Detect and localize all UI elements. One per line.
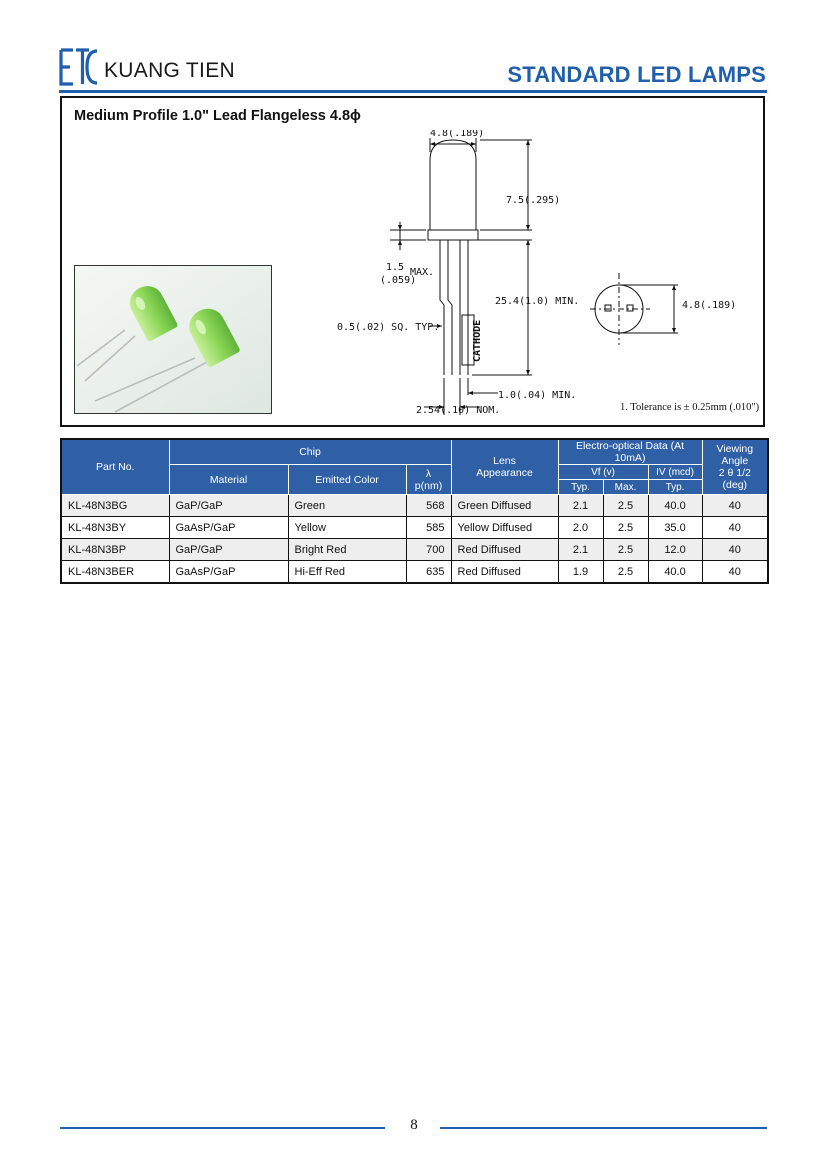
dim-lead-offset: 1.0(.04) MIN. [498, 390, 576, 401]
specification-table: Part No. Chip Lens Appearance Electro-op… [60, 438, 770, 584]
cell-vf-max: 2.5 [602, 516, 649, 539]
cell-material: GaP/GaP [168, 538, 289, 561]
led-dimension-drawing: 4.8(.189) 7.5(.295) 1.5 (.059) MAX. 25.4… [337, 130, 736, 416]
document-title: STANDARD LED LAMPS [507, 62, 766, 87]
header-wavelength: λ p(nm) [405, 464, 452, 495]
led-photo [74, 265, 272, 414]
cell-color: Bright Red [287, 538, 407, 561]
cathode-label: CATHODE [472, 320, 483, 362]
brand-name: KUANG TIEN [104, 59, 235, 82]
dim-diameter: 4.8(.189) [430, 130, 484, 139]
page-number: 8 [410, 1117, 418, 1133]
cell-lens: Red Diffused [450, 560, 559, 584]
dim-lead-length: 25.4(1.0) MIN. [495, 296, 579, 307]
cell-material: GaP/GaP [168, 494, 289, 517]
cell-iv-typ: 12.0 [647, 538, 703, 561]
cell-angle: 40 [701, 516, 769, 539]
cell-angle: 40 [701, 538, 769, 561]
cell-vf-max: 2.5 [602, 538, 649, 561]
section-title: Medium Profile 1.0" Lead Flangeless 4.8ϕ [74, 108, 361, 124]
cell-part: KL-48N3BP [60, 538, 170, 561]
dim-flange-max: MAX. [410, 267, 434, 278]
viewing-angle-line1: Viewing Angle [716, 443, 754, 467]
dim-top-view: 4.8(.189) [682, 300, 736, 311]
cell-lens: Green Diffused [450, 494, 559, 517]
cell-lens: Red Diffused [450, 538, 559, 561]
table-row: KL-48N3BP GaP/GaP Bright Red 700 Red Dif… [60, 538, 769, 561]
header-chip: Chip [168, 438, 452, 465]
cell-material: GaAsP/GaP [168, 560, 289, 584]
cell-part: KL-48N3BER [60, 560, 170, 584]
dim-flange-bottom: (.059) [380, 275, 416, 286]
cell-angle: 40 [701, 560, 769, 584]
cell-iv-typ: 35.0 [647, 516, 703, 539]
tolerance-note: 1. Tolerance is ± 0.25mm (.010") [620, 402, 760, 413]
cell-color: Yellow [287, 516, 407, 539]
header-electro: Electro-optical Data (At 10mA) [557, 438, 703, 465]
table-row: KL-48N3BG GaP/GaP Green 568 Green Diffus… [60, 494, 769, 517]
kuang-tien-logo-icon [59, 48, 98, 86]
table-row: KL-48N3BY GaAsP/GaP Yellow 585 Yellow Di… [60, 516, 769, 539]
header-emitted-color: Emitted Color [287, 464, 407, 495]
cell-angle: 40 [701, 494, 769, 517]
header-viewing-angle: Viewing Angle 2 θ 1/2 (deg) [701, 438, 769, 495]
header-material: Material [168, 464, 289, 495]
header-rule [59, 90, 767, 93]
header-vf: Vf (v) [557, 464, 649, 480]
led-body-outline [429, 139, 477, 185]
header-part-no: Part No. [60, 438, 170, 495]
footer-rule-right [440, 1127, 767, 1129]
dim-body-height: 7.5(.295) [506, 195, 560, 206]
cell-vf-typ: 1.9 [557, 560, 604, 584]
cell-wavelength: 568 [405, 494, 452, 517]
header-iv: IV (mcd) [647, 464, 703, 480]
footer-rule-left [60, 1127, 385, 1129]
cell-vf-typ: 2.1 [557, 538, 604, 561]
cell-vf-max: 2.5 [602, 494, 649, 517]
cell-vf-max: 2.5 [602, 560, 649, 584]
cell-part: KL-48N3BG [60, 494, 170, 517]
cell-wavelength: 635 [405, 560, 452, 584]
header-lens: Lens Appearance [450, 438, 559, 495]
green-led-lamps-photo-icon [75, 266, 271, 413]
dim-lead-square: 0.5(.02) SQ. TYP. [337, 322, 439, 333]
cell-part: KL-48N3BY [60, 516, 170, 539]
cell-wavelength: 700 [405, 538, 452, 561]
cell-vf-typ: 2.0 [557, 516, 604, 539]
cell-iv-typ: 40.0 [647, 560, 703, 584]
table-row: KL-48N3BER GaAsP/GaP Hi-Eff Red 635 Red … [60, 560, 769, 584]
viewing-angle-line2: 2 θ 1/2 (deg) [718, 467, 751, 491]
cell-color: Hi-Eff Red [287, 560, 407, 584]
cell-vf-typ: 2.1 [557, 494, 604, 517]
cell-color: Green [287, 494, 407, 517]
header-vf-typ: Typ. [557, 479, 604, 495]
cell-material: GaAsP/GaP [168, 516, 289, 539]
cell-iv-typ: 40.0 [647, 494, 703, 517]
cell-lens: Yellow Diffused [450, 516, 559, 539]
dim-flange-top: 1.5 [386, 262, 404, 273]
header-iv-typ: Typ. [647, 479, 703, 495]
header-vf-max: Max. [602, 479, 649, 495]
dim-spacing: 2.54(.10) NOM. [416, 405, 500, 416]
cell-wavelength: 585 [405, 516, 452, 539]
drawing-frame [60, 96, 765, 427]
